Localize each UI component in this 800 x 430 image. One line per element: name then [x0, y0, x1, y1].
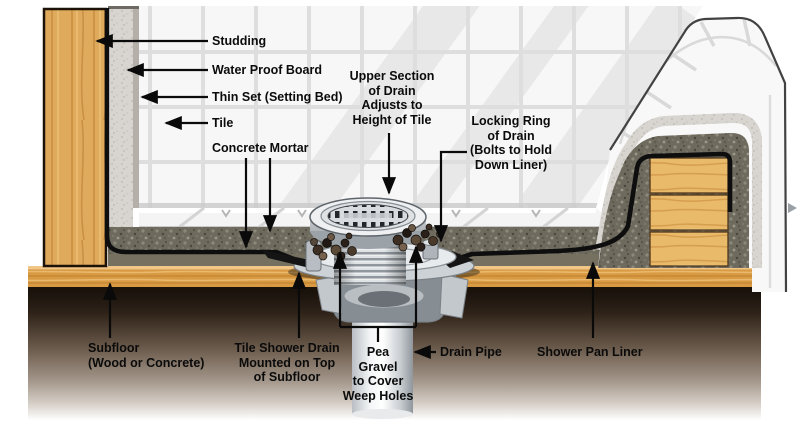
wall-top-edge	[108, 6, 141, 9]
leader-pea-gravel-bracket	[340, 325, 416, 342]
label-studding: Studding	[212, 34, 267, 48]
curb-edge-notch	[788, 203, 797, 213]
curb-board-layer	[595, 112, 762, 268]
label-tile-shower-drain: Tile Shower Drain Mounted on Top of Subf…	[234, 341, 340, 384]
label-shower-pan-liner: Shower Pan Liner	[537, 345, 643, 359]
waterproof-board	[110, 8, 133, 252]
shower-pan-liner-line	[104, 8, 733, 266]
label-drain-pipe: Drain Pipe	[440, 345, 502, 359]
label-water-proof-board: Water Proof Board	[212, 63, 322, 77]
drain-body-lug-right	[439, 273, 469, 319]
drain-body-opening	[358, 291, 410, 307]
leader-locking-ring	[433, 150, 467, 243]
leader-lines	[95, 33, 601, 360]
label-tile: Tile	[212, 116, 234, 130]
label-locking-ring: Locking Ring of Drain (Bolts to Hold Dow…	[470, 114, 552, 172]
thin-set-layer	[133, 8, 139, 208]
curb-outline	[609, 16, 788, 293]
liner-wedge-left	[262, 250, 318, 270]
label-pea-gravel: Pea Gravel to Cover Weep Holes	[342, 345, 414, 403]
label-upper-section: Upper Section of Drain Adjusts to Height…	[349, 69, 435, 127]
curb-wood-blocking	[649, 157, 729, 267]
label-subfloor: Subfloor (Wood or Concrete)	[88, 341, 205, 370]
wall-stud	[42, 7, 108, 268]
label-thin-set: Thin Set (Setting Bed)	[212, 90, 343, 104]
label-concrete-mortar: Concrete Mortar	[212, 141, 309, 155]
